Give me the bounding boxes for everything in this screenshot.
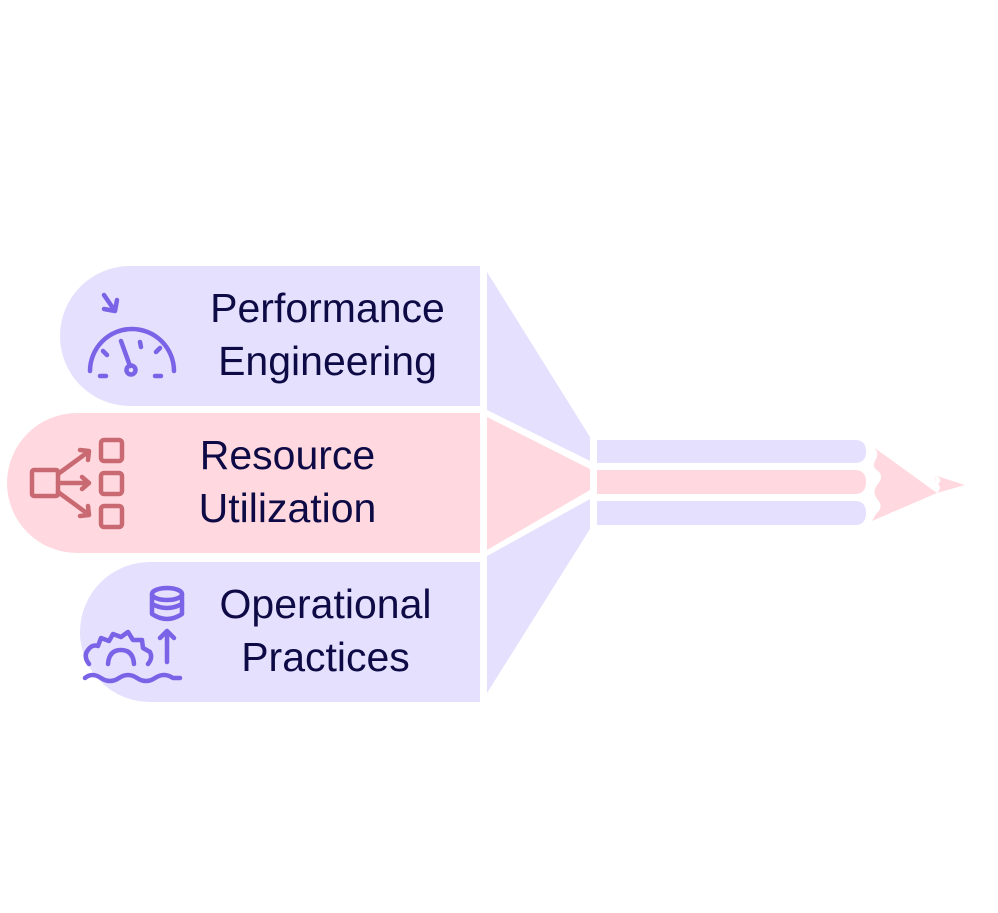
label-performance-engineering: Performance Engineering	[190, 282, 465, 388]
pencil-stripe-middle	[597, 470, 866, 494]
label-performance-line2: Engineering	[218, 338, 437, 384]
label-resource-utilization: Resource Utilization	[165, 429, 410, 535]
gear-database-icon	[82, 585, 185, 684]
label-performance-line1: Performance	[210, 285, 445, 331]
label-resource-line2: Utilization	[198, 485, 377, 531]
funnel-top-shape	[487, 272, 590, 461]
distribution-icon	[29, 437, 125, 530]
label-operational-line1: Operational	[219, 581, 432, 627]
speedometer-icon	[87, 292, 177, 379]
label-operational-practices: Operational Practices	[198, 578, 453, 684]
pencil-stripe-top	[597, 440, 866, 463]
label-operational-line2: Practices	[241, 634, 410, 680]
pencil-tip-point	[937, 476, 965, 493]
label-resource-line1: Resource	[199, 432, 376, 478]
pencil-tip	[872, 446, 965, 521]
segment-performance-shape	[60, 266, 480, 406]
pencil-stripe-bottom	[597, 501, 866, 525]
segment-resource-shape	[7, 413, 480, 553]
funnel-middle-shape	[487, 417, 590, 550]
funnel-bottom-shape	[487, 499, 590, 693]
